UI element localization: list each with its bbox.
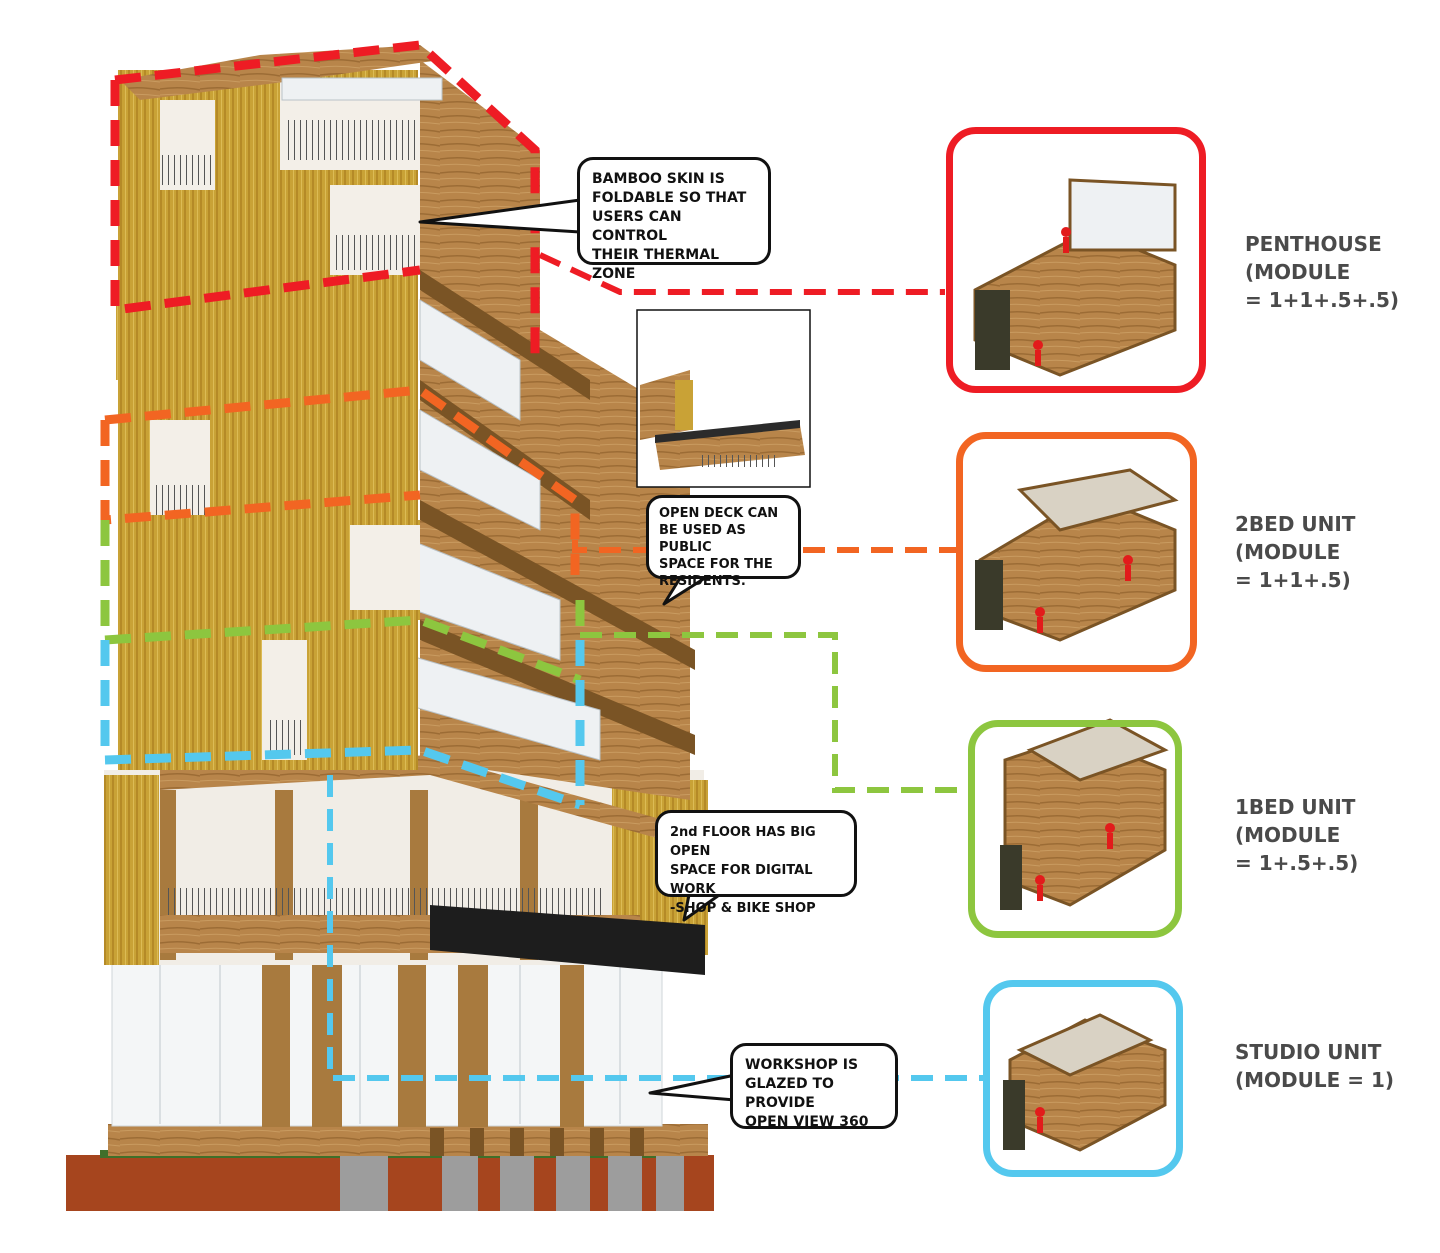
module-frame-penthouse [946, 127, 1206, 393]
second-floor-frame [104, 755, 708, 975]
connector-lines [327, 252, 988, 1081]
module-frame-studio [983, 980, 1183, 1177]
unit-label-penthouse: PENTHOUSE (MODULE = 1+1+.5+.5) [1245, 232, 1399, 312]
callout-second-floor: 2nd FLOOR HAS BIG OPEN SPACE FOR DIGITAL… [655, 810, 857, 916]
module-outline-studio [100, 640, 585, 810]
ground-base [66, 1150, 714, 1211]
module-thumbnail-penthouse [973, 178, 1177, 377]
foundation-deck [108, 1124, 708, 1156]
unit-label-1bed: 1BED UNIT (MODULE = 1+.5+.5) [1235, 795, 1359, 875]
unit-label-studio: STUDIO UNIT (MODULE = 1) [1235, 1040, 1395, 1092]
callout-bamboo-skin: BAMBOO SKIN IS FOLDABLE SO THAT USERS CA… [577, 157, 771, 282]
module-thumbnail-2bed [975, 468, 1179, 642]
module-frame-2bed [956, 432, 1197, 672]
module-thumbnail-studio [1003, 1013, 1167, 1152]
glazed-workshop [111, 955, 663, 1127]
module-thumbnail-1bed [1000, 718, 1169, 910]
callout-tails [418, 198, 736, 1102]
module-outline-penthouse [110, 40, 540, 360]
module-frame-1bed [968, 720, 1182, 938]
callout-workshop: WORKSHOP IS GLAZED TO PROVIDE OPEN VIEW … [730, 1043, 898, 1130]
deck-detail-inset [636, 309, 811, 488]
bamboo-tower [116, 45, 695, 800]
unit-label-2bed: 2BED UNIT (MODULE = 1+1+.5) [1235, 512, 1356, 592]
callout-open-deck: OPEN DECK CAN BE USED AS PUBLIC SPACE FO… [646, 495, 801, 589]
